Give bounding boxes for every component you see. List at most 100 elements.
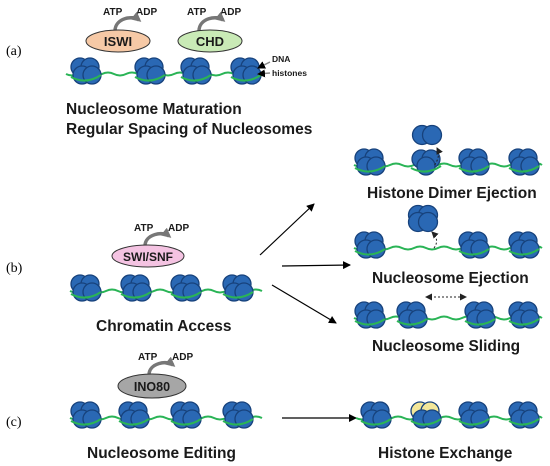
dna-pointer xyxy=(257,61,271,69)
dna-wrap xyxy=(508,248,540,256)
nucleosome xyxy=(508,231,540,259)
dimer-ejection-arrow xyxy=(259,203,315,256)
nucleosome xyxy=(134,57,166,85)
nucleosome xyxy=(170,274,202,302)
atp-adp-cycle-ino80: ATP ADP xyxy=(138,352,193,376)
nucleosome xyxy=(354,301,386,329)
dna-wrap xyxy=(120,291,152,299)
atp-label: ATP xyxy=(134,223,154,234)
nucleosome xyxy=(458,148,490,176)
nucleosome xyxy=(230,57,262,85)
spacing-title: Regular Spacing of Nucleosomes xyxy=(66,121,312,138)
dna-wrap xyxy=(118,418,150,426)
dna-wrap xyxy=(410,418,442,426)
ino80-label: INO80 xyxy=(134,380,170,394)
atp-hydrolysis-arrow xyxy=(197,11,226,32)
nucleosome xyxy=(222,274,254,302)
dna-annotation: DNA xyxy=(272,54,290,64)
chromatin-fiber xyxy=(353,301,543,329)
variant-nucleosome xyxy=(410,401,442,429)
dna-wrap xyxy=(458,165,490,173)
nucleosome-ejection-title: Nucleosome Ejection xyxy=(372,270,529,287)
dna-wrap xyxy=(222,291,254,299)
chromatin-access-title: Chromatin Access xyxy=(96,318,232,335)
dna-wrap xyxy=(170,291,202,299)
nucleosome xyxy=(70,274,102,302)
nucleosome xyxy=(458,401,490,429)
histones-annotation: histones xyxy=(272,68,307,78)
dna-wrap xyxy=(508,418,540,426)
nucleosome xyxy=(508,148,540,176)
nucleosome xyxy=(70,401,102,429)
atp-label: ATP xyxy=(103,7,123,18)
nucleosome-sliding-title: Nucleosome Sliding xyxy=(372,338,520,355)
dna-wrap xyxy=(354,318,386,326)
ino80-remodeler xyxy=(117,373,187,399)
nucleosome xyxy=(396,301,428,329)
adp-label: ADP xyxy=(172,352,193,363)
nucleosome xyxy=(360,401,392,429)
panel-label-c: (c) xyxy=(6,415,22,430)
maturation-title: Nucleosome Maturation xyxy=(66,101,242,118)
nucleosome xyxy=(170,401,202,429)
nucleosome xyxy=(508,301,540,329)
nucleosome xyxy=(70,57,102,85)
ejected-histone-dimer xyxy=(411,124,443,146)
chromatin-fiber xyxy=(69,274,263,302)
dna-wrap xyxy=(222,418,254,426)
dna-wrap xyxy=(354,165,386,173)
chromatin-fiber xyxy=(353,231,543,259)
dna-wrap xyxy=(70,74,102,82)
dna-wrap xyxy=(70,418,102,426)
chromatin-fiber xyxy=(65,57,263,85)
panel-label-a: (a) xyxy=(6,44,22,59)
atp-label: ATP xyxy=(138,352,158,363)
dna-wrap xyxy=(508,165,540,173)
dna-wrap xyxy=(360,418,392,426)
dimer-ejection-title: Histone Dimer Ejection xyxy=(367,185,537,202)
histone-exchange-title: Histone Exchange xyxy=(378,445,513,462)
atp-hydrolysis-arrow xyxy=(113,11,142,32)
chromatin-fiber xyxy=(353,148,543,176)
partial-nucleosome xyxy=(410,149,442,176)
chd-remodeler xyxy=(177,29,243,53)
dna-wrap xyxy=(354,248,386,256)
iswi-remodeler xyxy=(85,29,151,53)
swisnf-remodeler xyxy=(111,244,185,268)
chromatin-fiber xyxy=(69,401,263,429)
atp-label: ATP xyxy=(187,7,207,18)
iswi-label: ISWI xyxy=(104,34,132,49)
dna-wrap xyxy=(410,165,442,173)
adp-label: ADP xyxy=(136,7,157,18)
nucleosome xyxy=(120,274,152,302)
dna-wrap xyxy=(464,318,496,326)
dna-wrap xyxy=(170,418,202,426)
panel-label-b: (b) xyxy=(6,261,23,276)
atp-adp-cycle-chd: ATP ADP xyxy=(187,7,241,32)
dimer-release-arrow xyxy=(433,147,443,167)
chromatin-fiber xyxy=(355,401,543,429)
dna-wrap xyxy=(134,74,166,82)
nucleosome-ejection-arrow xyxy=(281,261,351,270)
ejected-nucleosome xyxy=(407,204,439,233)
swisnf-label: SWI/SNF xyxy=(123,250,173,264)
atp-hydrolysis-arrow xyxy=(143,227,172,247)
nucleosome xyxy=(354,148,386,176)
adp-label: ADP xyxy=(168,223,189,234)
chd-label: CHD xyxy=(196,34,224,49)
nucleosome-release-arrow xyxy=(431,231,439,249)
dna-wrap xyxy=(70,291,102,299)
dna-wrap xyxy=(396,318,428,326)
adp-label: ADP xyxy=(220,7,241,18)
nucleosome xyxy=(464,301,496,329)
nucleosome xyxy=(508,401,540,429)
nucleosome xyxy=(354,231,386,259)
atp-hydrolysis-arrow xyxy=(147,356,176,376)
nucleosome xyxy=(222,401,254,429)
nucleosome xyxy=(458,231,490,259)
dna-wrap xyxy=(458,248,490,256)
atp-adp-cycle-iswi: ATP ADP xyxy=(103,7,157,32)
nucleosome xyxy=(118,401,150,429)
nucleosome-editing-title: Nucleosome Editing xyxy=(87,445,236,462)
